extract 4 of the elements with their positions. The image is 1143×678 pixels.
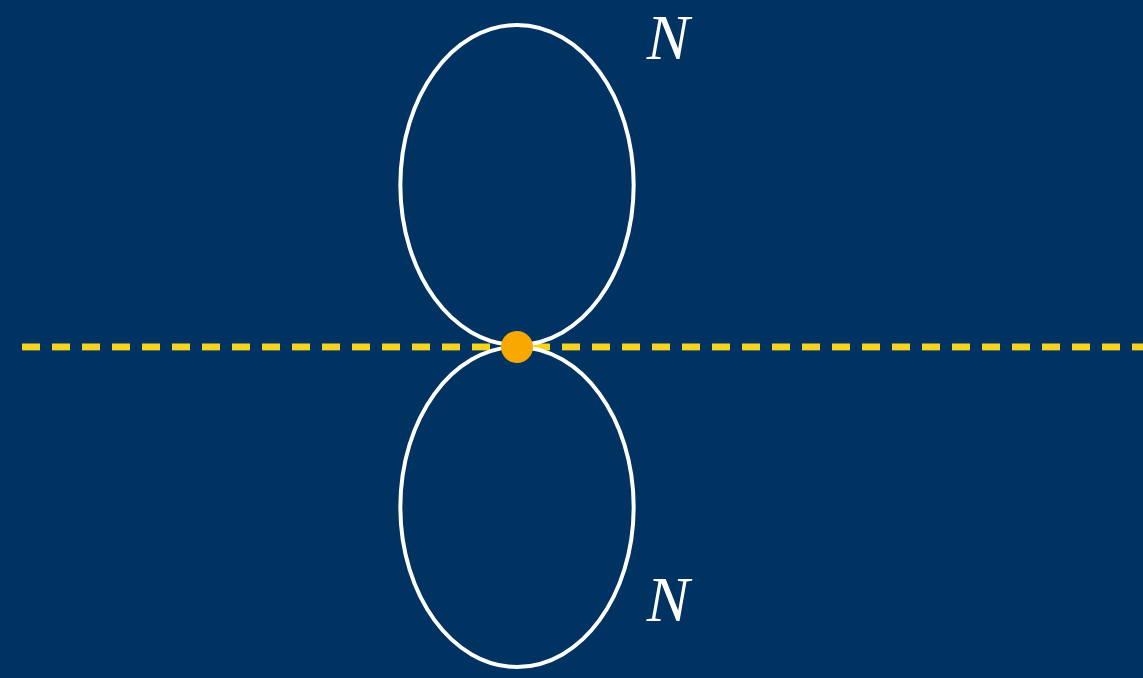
loop-label: N [646, 17, 693, 59]
loop [398, 345, 636, 669]
loop-label: N [646, 579, 693, 621]
loop [398, 23, 636, 347]
